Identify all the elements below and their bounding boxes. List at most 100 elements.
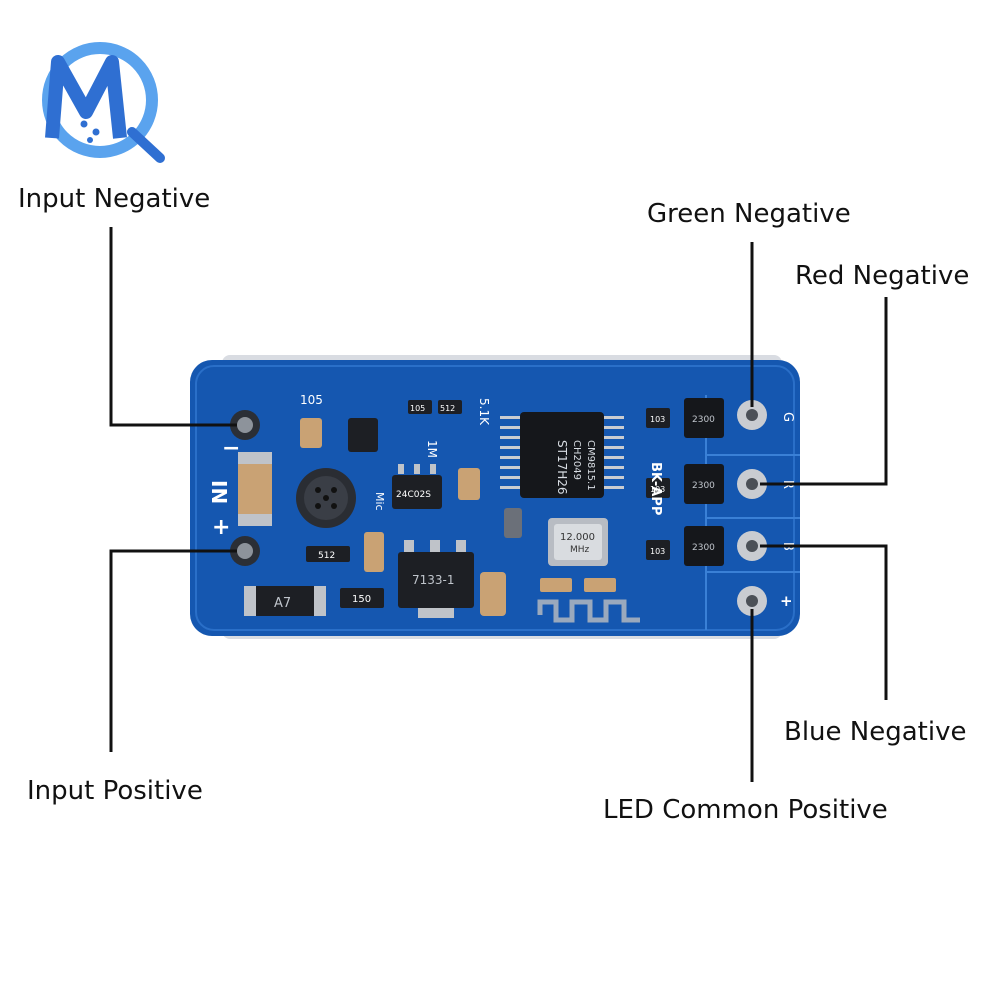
silk-board-name: BK-APP xyxy=(648,462,663,515)
resistor-512-top xyxy=(438,400,462,414)
pad-led-positive-hole xyxy=(746,595,758,607)
silk-pad-plus-right: + xyxy=(780,592,793,610)
pcb-edge xyxy=(195,365,795,631)
label-blue-negative: Blue Negative xyxy=(784,717,967,747)
pcb-board xyxy=(190,360,800,636)
silk-mosfet-code-g: 2300 xyxy=(692,415,715,425)
mic-hole-5 xyxy=(323,495,329,501)
silk-ic-line3: CM9815.1 xyxy=(585,440,596,491)
silk-mosfet-res-b: 103 xyxy=(650,547,665,556)
capacitor-105 xyxy=(300,418,322,448)
resistor-150 xyxy=(340,588,384,608)
chip-24c02s xyxy=(392,475,442,509)
chip-24c02s-pin-1 xyxy=(398,464,404,474)
ic-pin-l2 xyxy=(500,426,520,429)
silk-mosfet-code-b: 2300 xyxy=(692,543,715,553)
pad-red-hole xyxy=(746,478,758,490)
ic-pin-r6 xyxy=(604,466,624,469)
silk-reg-small: 24C02S xyxy=(396,490,431,500)
components xyxy=(238,398,724,618)
ic-pin-r5 xyxy=(604,456,624,459)
pad-green-hole xyxy=(746,409,758,421)
capacitor-left-cap-top xyxy=(238,452,272,464)
ic-pin-l1 xyxy=(500,416,520,419)
ic-pin-r8 xyxy=(604,486,624,489)
mic-hole-2 xyxy=(331,487,337,493)
mic-hole-4 xyxy=(331,503,337,509)
resistor-105-top xyxy=(408,400,432,414)
logo-star-2 xyxy=(92,128,100,136)
main-ic xyxy=(520,412,604,498)
silk-res-512-top: 512 xyxy=(440,404,455,413)
resistor-512-low xyxy=(306,546,350,562)
ic-pin-l5 xyxy=(500,456,520,459)
mic-hole-1 xyxy=(315,487,321,493)
ic-pin-r3 xyxy=(604,436,624,439)
silk-res-512-low: 512 xyxy=(318,551,335,561)
logo-star-1 xyxy=(80,120,88,128)
pad-input-negative-center xyxy=(237,417,253,433)
brand-logo xyxy=(42,42,165,163)
silk-res-150: 150 xyxy=(352,594,371,605)
label-red-negative: Red Negative xyxy=(795,261,970,291)
silk-pad-g: G xyxy=(780,412,795,422)
pads xyxy=(230,400,767,616)
silk-regulator: 7133-1 xyxy=(412,573,455,587)
silk-pad-minus: − xyxy=(222,436,240,461)
silk-ic-name: ST17H26 xyxy=(555,440,569,495)
diode-a7 xyxy=(244,586,326,616)
leader-blue-negative xyxy=(760,544,888,700)
chip-24c02s-pin-2 xyxy=(414,464,420,474)
label-input-positive: Input Positive xyxy=(27,776,203,806)
regulator-pin-2 xyxy=(430,540,440,552)
silk-mosfet-res-g: 103 xyxy=(650,415,665,424)
mosfet-red xyxy=(684,464,724,504)
crystal-face xyxy=(554,524,602,560)
silk-pad-plus: + xyxy=(212,515,230,540)
small-component-1 xyxy=(504,508,522,538)
logo-star-3 xyxy=(87,137,93,143)
antenna-trace xyxy=(537,599,640,623)
silk-crystal-freq: 12.000 xyxy=(560,532,595,543)
leader-red-negative xyxy=(760,297,888,486)
callout-lines xyxy=(109,227,888,782)
main-ic-pins xyxy=(500,416,624,489)
label-input-negative: Input Negative xyxy=(18,184,211,214)
leader-input-negative xyxy=(109,227,237,427)
capacitor-near-regulator xyxy=(480,572,506,616)
diode-a7-lead-right xyxy=(314,586,326,616)
logo-m-shape xyxy=(45,55,127,139)
ic-pin-l7 xyxy=(500,476,520,479)
ic-pin-l4 xyxy=(500,446,520,449)
silk-ic-line2: CH2049 xyxy=(571,440,582,480)
ic-pin-r7 xyxy=(604,476,624,479)
diode-a7-lead-left xyxy=(244,586,256,616)
silk-res-105-top: 105 xyxy=(410,404,425,413)
capacitor-below-crystal-2 xyxy=(584,578,616,592)
pcb-body xyxy=(190,360,800,636)
silk-mosfet-res-r: 103 xyxy=(650,485,665,494)
regulator xyxy=(398,552,474,608)
ic-pin-r4 xyxy=(604,446,624,449)
ic-pin-l8 xyxy=(500,486,520,489)
ic-pin-l6 xyxy=(500,466,520,469)
silk-mic-mark: Mic xyxy=(373,492,386,511)
silk-pad-in: IN xyxy=(207,480,231,504)
pad-blue-hole xyxy=(746,540,758,552)
mosfet-resistor-red xyxy=(646,478,670,498)
silk-res-51k: 5.1K xyxy=(477,398,491,426)
capacitor-mid xyxy=(458,468,480,500)
ic-pin-r1 xyxy=(604,416,624,419)
silk-mosfet-code-r: 2300 xyxy=(692,481,715,491)
regulator-pin-1 xyxy=(404,540,414,552)
capacitor-near-mic xyxy=(364,532,384,572)
silk-cap-105: 105 xyxy=(300,393,323,407)
label-green-negative: Green Negative xyxy=(647,199,851,229)
pad-input-positive-center xyxy=(237,543,253,559)
leader-input-positive xyxy=(109,549,237,752)
regulator-tab xyxy=(418,608,454,618)
mosfet-resistor-green xyxy=(646,408,670,428)
capacitor-left-cap-bottom xyxy=(238,514,272,526)
mosfet-resistor-blue xyxy=(646,540,670,560)
ic-pin-l3 xyxy=(500,436,520,439)
